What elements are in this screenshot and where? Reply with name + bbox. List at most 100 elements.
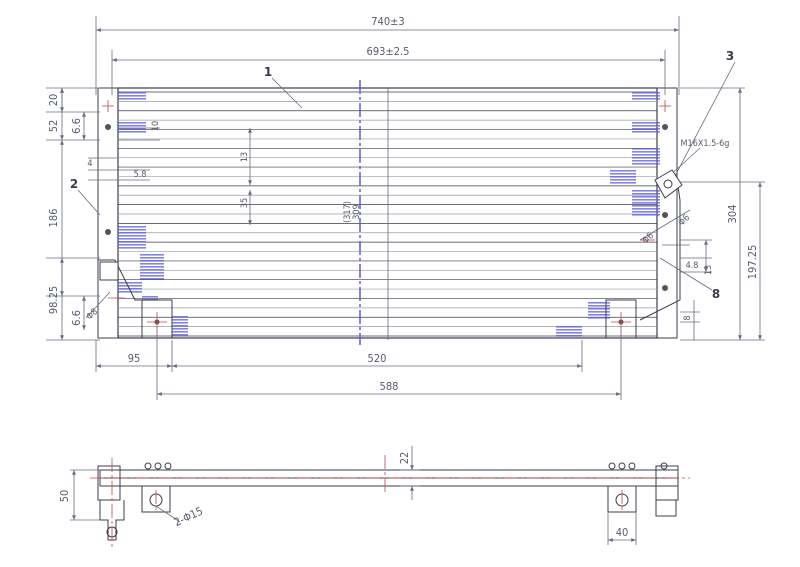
tube-hatching [118,92,660,337]
dim-hole-phi6-right-b: Φ6 [641,231,656,246]
tube-hatch [118,247,146,249]
tube-hatch [140,269,164,271]
bottom-centerlines [90,455,690,548]
tube-hatch [610,182,636,184]
tube-hatch [140,278,164,280]
tube-hatch [118,241,146,243]
bottom-right-bracket [607,485,637,513]
left-pipe [98,259,142,301]
tube-hatch [140,266,164,268]
callout-3: 3 [726,49,734,63]
dim-right-4-8: 4.8 [686,261,699,271]
tube-hatch [632,190,660,192]
dim-overall-width: 740±3 [371,15,404,28]
tube-hatch [632,205,660,207]
tube-hatch [556,329,582,331]
callout-2: 2 [70,177,78,191]
tube-hatch [118,288,142,290]
hole-icon [662,285,668,291]
tube-hatch [588,305,610,307]
tube-hatch [632,160,660,162]
dim-hole-phi6-right: Φ6 [677,213,692,228]
tube-hatch [140,260,164,262]
bottom-brackets [98,179,681,339]
dim-left-35: 35 [240,198,250,208]
tube-hatch [118,122,146,124]
hole-icon [105,229,111,235]
tube-hatch [632,92,660,94]
center-marks [102,100,671,332]
tube-hatch [118,244,146,246]
dim-bottom-thickness: 22 [398,452,411,465]
inlet-fitting [99,169,683,281]
tube-hatch [142,296,158,298]
tube-hatch [632,214,660,216]
tube-hatch [140,257,164,259]
dim-left-52: 52 [47,120,60,133]
tube-hatch [610,173,636,175]
tube-hatch [632,125,660,127]
tube-hatch [632,154,660,156]
dim-left-6-6: 6.6 [70,118,83,134]
tube-hatch [632,148,660,150]
dim-right-8: 8 [683,315,693,320]
tube-hatch [172,328,188,330]
tube-hatch [118,226,146,228]
tube-hatch [172,325,188,327]
hole-icon [662,212,668,218]
dim-left-98-25: 98.25 [47,286,60,314]
dim-bottom-span: 520 [368,352,387,365]
tube-hatch [172,334,188,336]
bottom-left-bracket [141,485,171,513]
tube-hatch [610,176,636,178]
dim-bracket-width: 40 [616,526,629,539]
tube-hatch [118,128,146,130]
tube-hatch [632,208,660,210]
dim-right-197-25: 197.25 [746,245,759,280]
tube-hatch [632,128,660,130]
tube-hatch [140,263,164,265]
tube-hatch [172,322,188,324]
tube-hatch [632,95,660,97]
tube-hatch [140,272,164,274]
tube-hatch [556,332,582,334]
tube-hatch [140,275,164,277]
tube-hatch [632,98,660,100]
dim-bottom-height: 50 [58,490,71,503]
tube-hatch [118,131,146,133]
tube-hatch [632,122,660,124]
tube-hatch [632,131,660,133]
bottom-right-tank [655,465,679,501]
dimension-labels: 740±3 693±2.5 (317) 309 95 520 588 20 52… [47,15,759,539]
callout-labels: 1 2 3 8 [70,49,734,301]
tube-hatch [632,193,660,195]
bottom-view [97,462,679,541]
bottom-bolts [144,462,668,470]
callout-1: 1 [264,65,272,79]
dim-right-13: 13 [704,265,714,275]
dim-pipe-dia: 2-Φ15 [172,505,205,530]
tube-hatch [632,151,660,153]
bottom-dimension-lines [70,446,637,545]
tube-hatch [118,282,142,284]
dimension-lines [46,16,765,400]
tube-hatch [118,291,142,293]
tube-hatch [118,238,146,240]
mounting-holes [105,124,668,325]
bottom-right-fitting [655,500,677,517]
tube-hatch [172,316,188,318]
tube-hatch [632,211,660,213]
dim-core-height-outer: (317) [343,201,353,223]
dim-core-height-inner: 309 [352,204,362,219]
dim-left-offset: 95 [128,352,141,365]
tube-hatch [632,163,660,165]
tube-hatch [632,199,660,201]
hole-icon [662,124,668,130]
tube-hatch [172,331,188,333]
dim-left-20: 20 [47,94,60,107]
tube-hatch [118,95,146,97]
dim-right-304: 304 [726,205,739,224]
tube-hatch [588,314,610,316]
tube-hatch [632,157,660,159]
